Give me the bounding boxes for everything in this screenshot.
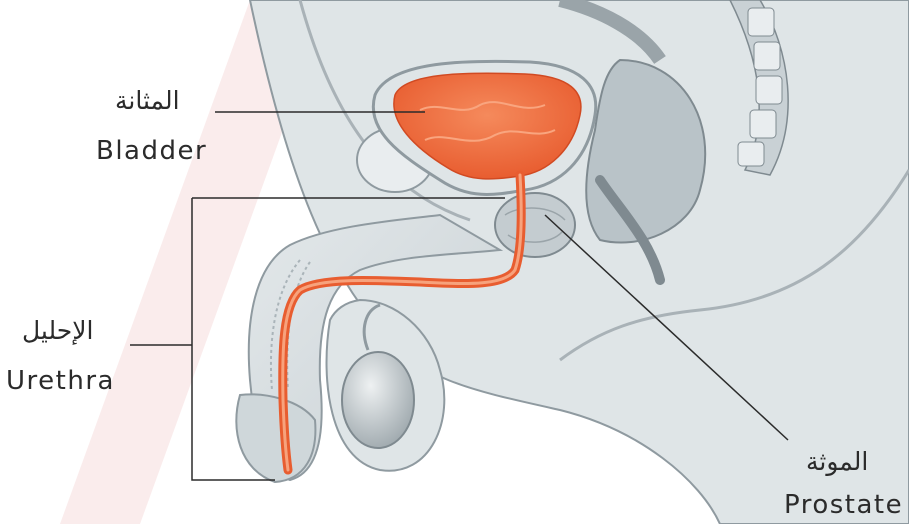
prostate-label-arabic: الموثة	[806, 449, 868, 474]
bladder-label-english: Bladder	[96, 138, 207, 164]
prostate-label-english: Prostate	[784, 492, 903, 518]
bladder-label-arabic: المثانة	[115, 88, 180, 113]
urethra-label-arabic: الإحليل	[22, 318, 93, 343]
urethra-label-english: Urethra	[6, 368, 115, 394]
testis	[342, 352, 414, 448]
prostate	[495, 193, 575, 257]
